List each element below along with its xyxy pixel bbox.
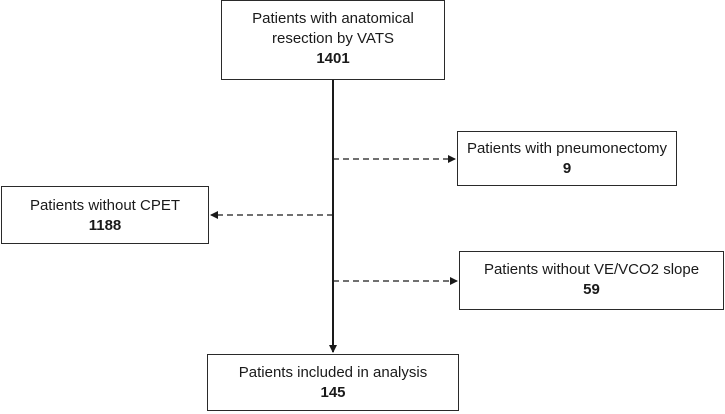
no-cpet-box: Patients without CPET 1188	[1, 186, 209, 244]
no-cpet-label: Patients without CPET	[29, 197, 181, 214]
final-box: Patients included in analysis 145	[207, 354, 459, 411]
start-count: 1401	[316, 50, 350, 67]
pneumonectomy-count: 9	[562, 160, 572, 177]
pneumonectomy-label: Patients with pneumonectomy	[466, 140, 668, 157]
no-slope-box: Patients without VE/VCO2 slope 59	[459, 251, 724, 310]
no-cpet-count: 1188	[88, 217, 122, 234]
pneumonectomy-box: Patients with pneumonectomy 9	[457, 131, 677, 186]
final-label: Patients included in analysis	[238, 364, 428, 381]
start-label-line1: Patients with anatomical	[252, 10, 414, 27]
start-box: Patients with anatomical resection by VA…	[221, 0, 445, 80]
final-count: 145	[320, 384, 346, 401]
start-label-line2: resection by VATS	[272, 30, 394, 47]
no-slope-count: 59	[583, 281, 600, 298]
no-slope-label: Patients without VE/VCO2 slope	[483, 261, 700, 278]
